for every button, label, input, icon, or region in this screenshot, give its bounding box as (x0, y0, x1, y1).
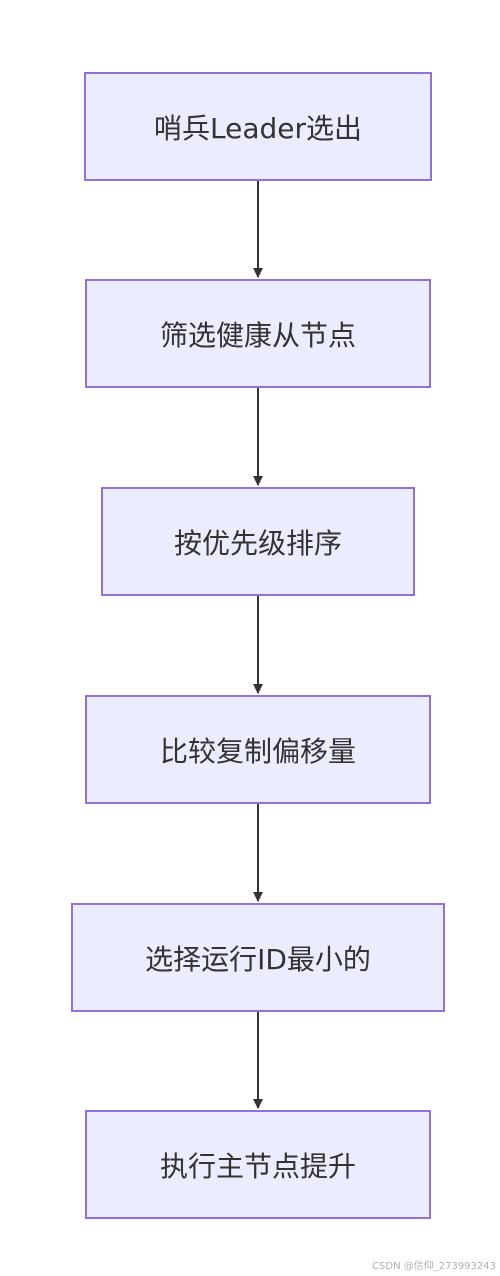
node-select-smallest-run-id: 选择运行ID最小的 (71, 903, 445, 1012)
node-label: 筛选健康从节点 (159, 318, 356, 352)
node-label: 执行主节点提升 (159, 1149, 356, 1183)
node-filter-healthy-replicas: 筛选健康从节点 (85, 279, 431, 388)
node-compare-replication-offset: 比较复制偏移量 (85, 695, 431, 804)
node-sentinel-leader-elected: 哨兵Leader选出 (84, 72, 432, 181)
node-promote-to-master: 执行主节点提升 (85, 1110, 431, 1219)
node-label: 比较复制偏移量 (159, 734, 356, 768)
node-label: 选择运行ID最小的 (145, 942, 371, 976)
node-label: 哨兵Leader选出 (153, 111, 362, 145)
watermark: CSDN @信仰_273993243 (372, 1261, 496, 1272)
node-label: 按优先级排序 (173, 526, 342, 560)
node-sort-by-priority: 按优先级排序 (101, 487, 415, 596)
